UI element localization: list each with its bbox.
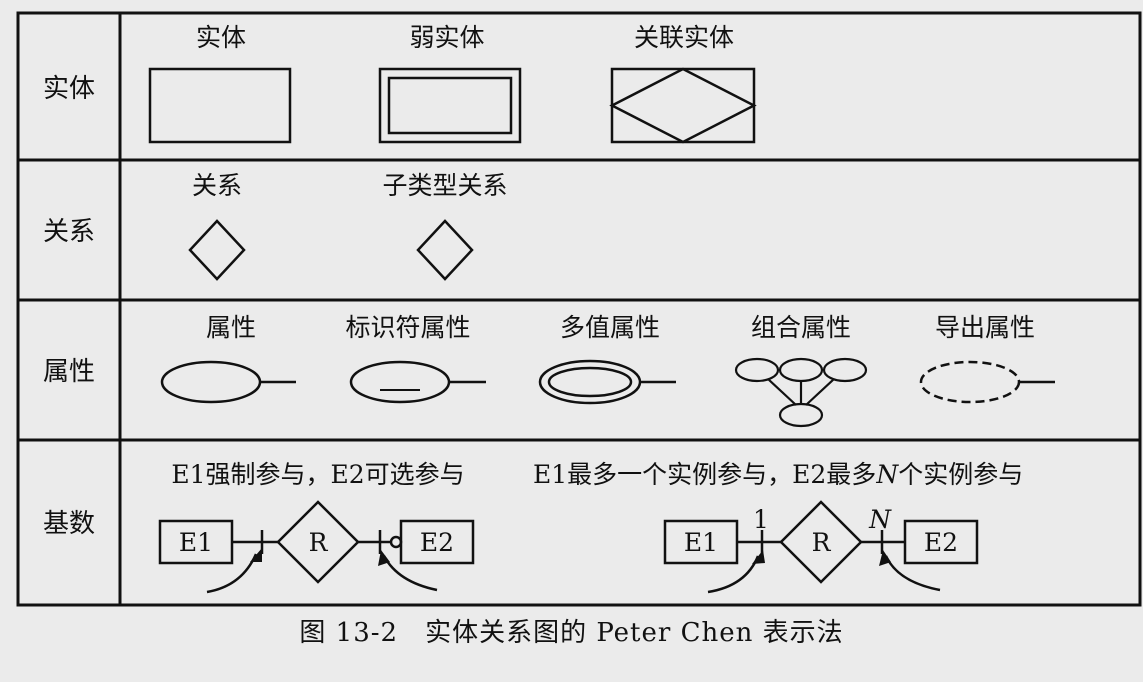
relationship-title: 关系 — [192, 171, 242, 200]
caption-suffix: 个实例参与 — [898, 460, 1023, 489]
left-r-label: R — [309, 528, 329, 557]
left-e2-box — [399, 519, 475, 565]
identifier-attribute-title: 标识符属性 — [345, 313, 470, 342]
associative-entity-title: 关联实体 — [634, 23, 734, 52]
optional-pointer-arrow — [382, 555, 438, 592]
many-pointer-arrow — [884, 555, 941, 592]
attribute-shape — [160, 360, 296, 404]
caption-prefix: E1最多一个实例参与，E2最多 — [533, 460, 876, 489]
cardinality-n-label: N — [868, 505, 892, 534]
right-e2-box — [903, 519, 979, 565]
mandatory-optional-caption: E1强制参与，E2可选参与 — [171, 460, 464, 489]
weak-entity-title: 弱实体 — [409, 23, 484, 52]
right-e1-label: E1 — [684, 528, 718, 557]
row-label-attribute: 属性 — [43, 357, 95, 387]
row-label-relationship: 关系 — [43, 217, 95, 247]
multivalued-attribute-shape — [538, 359, 676, 405]
composite-attribute-shape — [734, 357, 868, 428]
optional-circle — [389, 535, 403, 549]
one-to-many-caption: E1最多一个实例参与，E2最多N个实例参与 — [533, 460, 1023, 489]
entity-title: 实体 — [196, 23, 246, 52]
figure-caption: 图 13-2 实体关系图的 Peter Chen 表示法 — [299, 618, 844, 648]
caption-n: N — [875, 460, 899, 489]
identifier-attribute-shape — [349, 360, 486, 404]
attribute-title: 属性 — [206, 313, 256, 342]
derived-attribute-title: 导出属性 — [935, 313, 1035, 342]
cardinality-one-label: 1 — [753, 505, 769, 534]
weak-entity-shape — [378, 67, 522, 144]
right-e2-label: E2 — [924, 528, 958, 557]
derived-attribute-shape — [919, 360, 1055, 404]
one-pointer-arrow — [707, 555, 760, 594]
right-r-label: R — [812, 528, 832, 557]
multivalued-attribute-title: 多值属性 — [560, 313, 660, 342]
er-notation-table: 实体 关系 属性 基数 实体 弱实体 关联实体 关系 子类型关系 属性 标识符属… — [16, 11, 1142, 607]
left-r-diamond — [276, 500, 360, 584]
composite-attribute-title: 组合属性 — [751, 313, 851, 342]
row-label-entity: 实体 — [43, 74, 95, 104]
subtype-relationship-title: 子类型关系 — [382, 171, 507, 200]
right-r-diamond — [779, 500, 863, 584]
left-e1-label: E1 — [179, 528, 213, 557]
entity-shape — [148, 67, 292, 144]
row-label-cardinality: 基数 — [43, 509, 95, 539]
relationship-diamond — [188, 219, 246, 281]
left-e2-label: E2 — [420, 528, 454, 557]
associative-entity-shape — [609, 67, 757, 144]
subtype-relationship-diamond — [416, 219, 474, 281]
table-grid — [16, 11, 1142, 607]
